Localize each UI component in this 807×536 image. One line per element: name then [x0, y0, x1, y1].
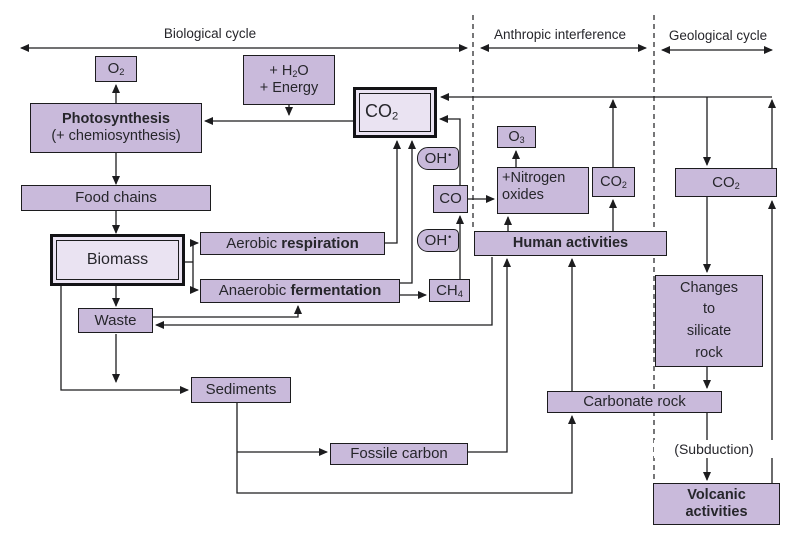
- box-ch4: CH4: [429, 279, 470, 302]
- box-anaerobic-fermentation: Anaerobic fermentation: [200, 279, 400, 303]
- box-o3: O3: [497, 126, 536, 148]
- box-o2: O2: [95, 56, 137, 82]
- box-co2-atmosphere: CO2: [353, 87, 437, 138]
- box-sediments: Sediments: [191, 377, 291, 403]
- box-photosynthesis: Photosynthesis (+ chemiosynthesis): [30, 103, 202, 153]
- section-title-biological-cycle: Biological cycle: [163, 26, 257, 41]
- box-oh-radical-lower: OH•: [417, 229, 459, 252]
- box-carbonate-rock: Carbonate rock: [547, 391, 722, 413]
- box-co2-geological: CO2: [675, 168, 777, 197]
- section-title-geological-cycle: Geological cycle: [668, 28, 768, 43]
- box-human-activities: Human activities: [474, 231, 667, 256]
- box-oh-radical-upper: OH•: [417, 147, 459, 170]
- subduction-label: (Subduction): [654, 440, 774, 458]
- box-waste: Waste: [78, 308, 153, 333]
- box-fossile-carbon: Fossile carbon: [330, 443, 468, 465]
- box-aerobic-respiration: Aerobic respiration: [200, 232, 385, 255]
- box-h2o-energy: + H2O + Energy: [243, 55, 335, 105]
- box-co2-anthropic: CO2: [592, 167, 635, 197]
- box-nitrogen-oxides: +Nitrogen oxides: [497, 167, 589, 214]
- box-co: CO: [433, 185, 468, 213]
- box-changes-to-silicate-rock: Changes to silicate rock: [655, 275, 763, 367]
- box-volcanic-activities: Volcanic activities: [653, 483, 780, 525]
- section-title-anthropic-interference: Anthropic interference: [493, 27, 627, 42]
- box-food-chains: Food chains: [21, 185, 211, 211]
- box-biomass: Biomass: [50, 234, 185, 286]
